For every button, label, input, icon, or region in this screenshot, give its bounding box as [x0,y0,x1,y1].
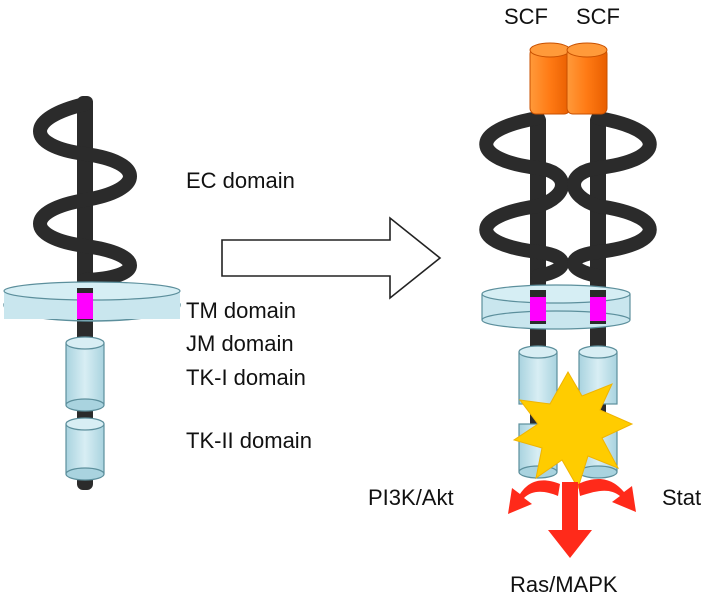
tm-segment-left [530,297,546,321]
scf-label-right: SCF [576,4,620,29]
ras-mapk-arrow [548,482,592,558]
tk2-domain-label: TK-II domain [186,428,312,453]
ec-domain-coils-right [567,111,657,283]
cell-membrane-right [481,284,631,330]
active-receptor-dimer [479,42,657,490]
tm-domain-label: TM domain [186,298,296,323]
tk1-domain-cylinder [65,336,105,412]
pi3k-akt-arrow [508,480,560,514]
hollow-right-arrow-icon [221,216,442,300]
tk1-domain-label: TK-I domain [186,365,306,390]
scf-label-left: SCF [504,4,548,29]
tm-segment-right [590,297,606,321]
stat-arrow [578,478,636,512]
stat-label: Stat [662,485,701,510]
ec-domain-coils [33,97,137,287]
signal-arrows [508,478,636,558]
ras-mapk-label: Ras/MAPK [510,572,618,597]
jm-domain-label: JM domain [186,331,294,356]
inactive-receptor [3,96,181,490]
ec-domain-label: EC domain [186,168,295,193]
scf-ligand-left [529,42,571,115]
tk2-domain-cylinder [65,417,105,481]
ec-domain-coils-left [479,111,569,283]
scf-ligand-right [566,42,608,115]
tk1-cylinder-left [518,345,558,405]
tm-segment [77,293,93,319]
pi3k-akt-label: PI3K/Akt [368,485,454,510]
